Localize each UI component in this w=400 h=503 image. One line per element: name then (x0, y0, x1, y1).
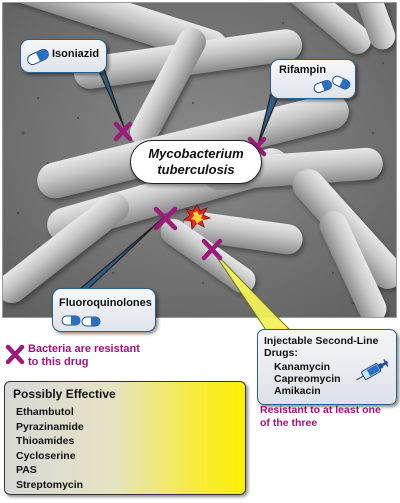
possibly-effective-item: Cycloserine (16, 449, 76, 462)
organism-label: Mycobacterium tuberculosis (130, 140, 262, 184)
possibly-effective-item: Ethambutol (16, 406, 74, 418)
isoniazid-callout: Isoniazid (20, 39, 107, 73)
possibly-effective-item: PAS (16, 464, 37, 477)
possibly-effective-box: Possibly Effective Ethambutol Pyrazinami… (4, 381, 246, 495)
possibly-effective-item: Streptomycin (16, 478, 84, 491)
legend-line-2: to this drug (28, 356, 89, 368)
possibly-effective-title: Possibly Effective (13, 387, 116, 401)
injectable-item: Amikacin (274, 385, 321, 397)
injectable-drugs-box: Injectable Second-Line Drugs: Kanamycin … (257, 329, 397, 405)
injectable-title-line-2: Drugs: (264, 347, 298, 359)
possibly-effective-item: Thioamides (16, 435, 75, 448)
injectable-title-line-1: Injectable Second-Line (264, 335, 379, 347)
organism-genus: Mycobacterium (148, 146, 244, 161)
capsule-icon (61, 315, 101, 327)
fluoroquinolones-callout: Fluoroquinolones (52, 288, 156, 332)
resistance-note-line-2: of the three (260, 417, 318, 429)
organism-species: tuberculosis (157, 162, 235, 177)
legend-text: Bacteria are resistant to this drug (28, 343, 140, 369)
isoniazid-label: Isoniazid (52, 48, 100, 60)
legend: Bacteria are resistant to this drug (4, 342, 254, 376)
possibly-effective-list: Ethambutol Pyrazinamide Thioamides Cyclo… (16, 405, 84, 493)
injectable-item: Kanamycin (274, 361, 331, 373)
fluoroquinolones-label: Fluoroquinolones (59, 297, 152, 309)
capsule-icon (313, 75, 351, 94)
injectable-item: Capreomycin (274, 373, 341, 385)
syringe-icon (356, 359, 389, 381)
rifampin-label: Rifampin (279, 64, 327, 76)
injectable-list: Kanamycin Capreomycin Amikacin (274, 361, 341, 397)
micrograph-image (2, 2, 397, 318)
rifampin-callout: Rifampin (270, 59, 356, 99)
capsule-icon (27, 48, 49, 66)
resistance-note-line-1: Resistant to at least one (260, 404, 381, 416)
possibly-effective-item: Pyrazinamide (16, 420, 84, 433)
resistance-note: Resistant to at least one of the three (260, 404, 400, 430)
injectable-title: Injectable Second-Line Drugs: (264, 335, 378, 359)
legend-line-1: Bacteria are resistant (28, 343, 140, 355)
